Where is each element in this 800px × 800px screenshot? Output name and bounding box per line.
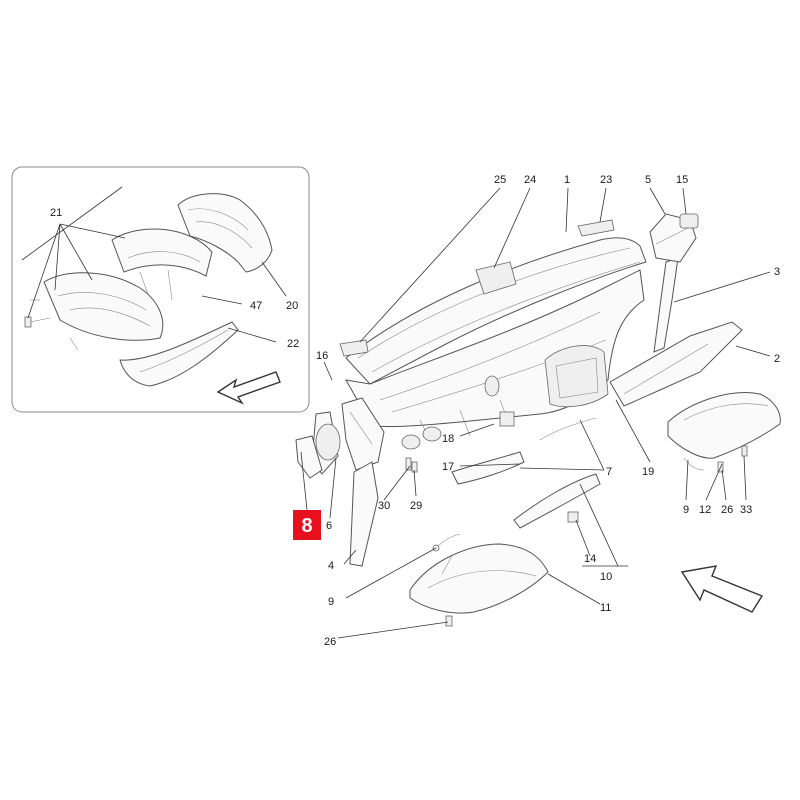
callout-14: 14 [584, 553, 596, 565]
callout-26: 26 [324, 636, 336, 648]
callout-labels: 25 24 1 23 5 15 3 2 16 18 17 7 19 30 29 … [316, 174, 780, 648]
part-defrost-grille [475, 261, 517, 295]
part-harness-9 [435, 533, 461, 549]
part-cowl-trim [609, 321, 743, 407]
callout-1: 1 [564, 174, 570, 186]
highlight-badge: 8 [293, 451, 321, 540]
callout-15: 15 [676, 174, 688, 186]
callout-18: 18 [442, 433, 454, 445]
callout-9-right: 9 [683, 504, 689, 516]
inset-leaders [21, 186, 287, 343]
arrow-icon [680, 565, 764, 613]
callout-33: 33 [740, 504, 752, 516]
callout-3: 3 [774, 266, 780, 278]
callout-6: 6 [326, 520, 332, 532]
part-a-pillar-right [653, 257, 679, 353]
callout-10: 10 [600, 571, 612, 583]
callout-26-right: 26 [721, 504, 733, 516]
callout-24: 24 [524, 174, 536, 186]
inset-border [11, 166, 310, 413]
part-center-stack [544, 345, 609, 408]
callout-16: 16 [316, 350, 328, 362]
part-bracket-18 [499, 411, 515, 427]
part-item-6-ring [315, 423, 341, 461]
part-vent-right [422, 426, 442, 442]
part-cluster-hood [111, 228, 213, 277]
callout-5: 5 [645, 174, 651, 186]
callout-20: 20 [286, 300, 298, 312]
leader-lines [323, 187, 771, 639]
callout-30: 30 [378, 500, 390, 512]
callout-29: 29 [410, 500, 422, 512]
arrow-icon-inset [216, 371, 281, 405]
part-lower-trim-strip [451, 451, 525, 485]
part-vent-center [484, 375, 500, 397]
part-dashboard-upper [345, 237, 647, 385]
part-upper-shroud [177, 193, 273, 273]
part-cluster-housing [43, 272, 164, 341]
part-right-lower-cover [667, 392, 781, 459]
callout-7: 7 [606, 466, 612, 478]
part-screw-33 [741, 445, 748, 457]
part-vent-left [401, 434, 421, 450]
callout-11: 11 [600, 602, 611, 614]
part-left-end-vent [339, 339, 369, 357]
part-clip-14 [567, 511, 579, 523]
callout-22: 22 [287, 338, 299, 350]
part-glovebox [409, 543, 549, 614]
callout-12: 12 [699, 504, 711, 516]
part-harness-7 [539, 417, 597, 441]
part-screw-30 [405, 457, 412, 471]
part-knee-trim [513, 473, 601, 529]
dashboard-assembly [295, 213, 781, 627]
callout-19: 19 [642, 466, 654, 478]
part-harness-9-right [683, 457, 705, 471]
part-a-pillar-left [349, 461, 379, 567]
callout-9: 9 [328, 596, 334, 608]
callout-21: 21 [50, 207, 62, 219]
callout-47: 47 [250, 300, 262, 312]
callout-25: 25 [494, 174, 506, 186]
highlight-box [293, 510, 321, 540]
highlight-label: 8 [301, 515, 312, 537]
part-small-clip [24, 316, 32, 328]
part-screw-26 [445, 615, 453, 627]
part-screw-29 [411, 461, 418, 473]
callout-4: 4 [328, 560, 334, 572]
callout-2: 2 [774, 353, 780, 365]
callout-23: 23 [600, 174, 612, 186]
part-top-vent [577, 219, 615, 237]
callout-17: 17 [442, 461, 454, 473]
part-lower-trim [119, 321, 239, 387]
inset-panel: 21 47 20 22 [11, 166, 310, 413]
part-vent-bezel [679, 213, 699, 229]
